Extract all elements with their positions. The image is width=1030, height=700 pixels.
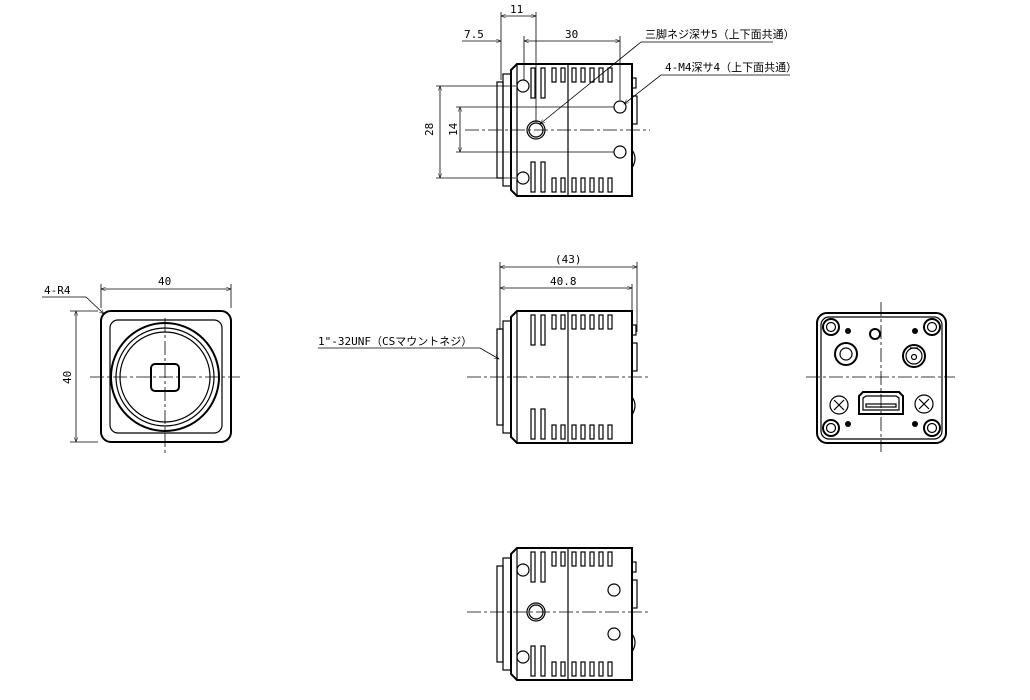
- note-tripod-thread: 三脚ネジ深サ5（上下面共通）: [645, 27, 795, 41]
- power-jack: [834, 342, 858, 366]
- rear-view: [806, 302, 955, 452]
- note-cs-mount-thread: 1"-32UNF（CSマウントネジ）: [318, 335, 472, 348]
- dim-overall-length: (43): [555, 253, 582, 266]
- dim-30: 30: [565, 28, 578, 41]
- note-corner-radius: 4-R4: [44, 284, 71, 297]
- dim-body-length: 40.8: [550, 275, 577, 288]
- corner-screws: [822, 318, 941, 437]
- mount-hole: [516, 79, 530, 93]
- dim-14: 14: [447, 122, 460, 136]
- top-view: 11 7.5 30 28 14 三脚ネジ深サ5（上下面共通） 4-M4深サ4（上…: [423, 3, 797, 197]
- front-view: 40 40 4-R4: [42, 275, 240, 455]
- mount-hole: [516, 171, 530, 185]
- mount-hole: [613, 100, 627, 114]
- screw-icon: [829, 395, 849, 415]
- note-m4-thread: 4-M4深サ4（上下面共通）: [665, 61, 797, 74]
- bottom-view: [467, 547, 650, 681]
- dim-front-height: 40: [61, 371, 74, 384]
- dc-connector: [902, 344, 926, 368]
- side-view: (43) 40.8 1"-32UNF（CSマウントネジ）: [318, 253, 650, 444]
- dim-11: 11: [510, 3, 523, 16]
- dim-front-width: 40: [158, 275, 171, 288]
- hdmi-port: [858, 391, 904, 415]
- status-led: [869, 328, 881, 340]
- dim-28: 28: [423, 123, 436, 136]
- screw-icon: [914, 394, 934, 414]
- dim-7-5: 7.5: [464, 28, 484, 41]
- mount-hole: [613, 145, 627, 159]
